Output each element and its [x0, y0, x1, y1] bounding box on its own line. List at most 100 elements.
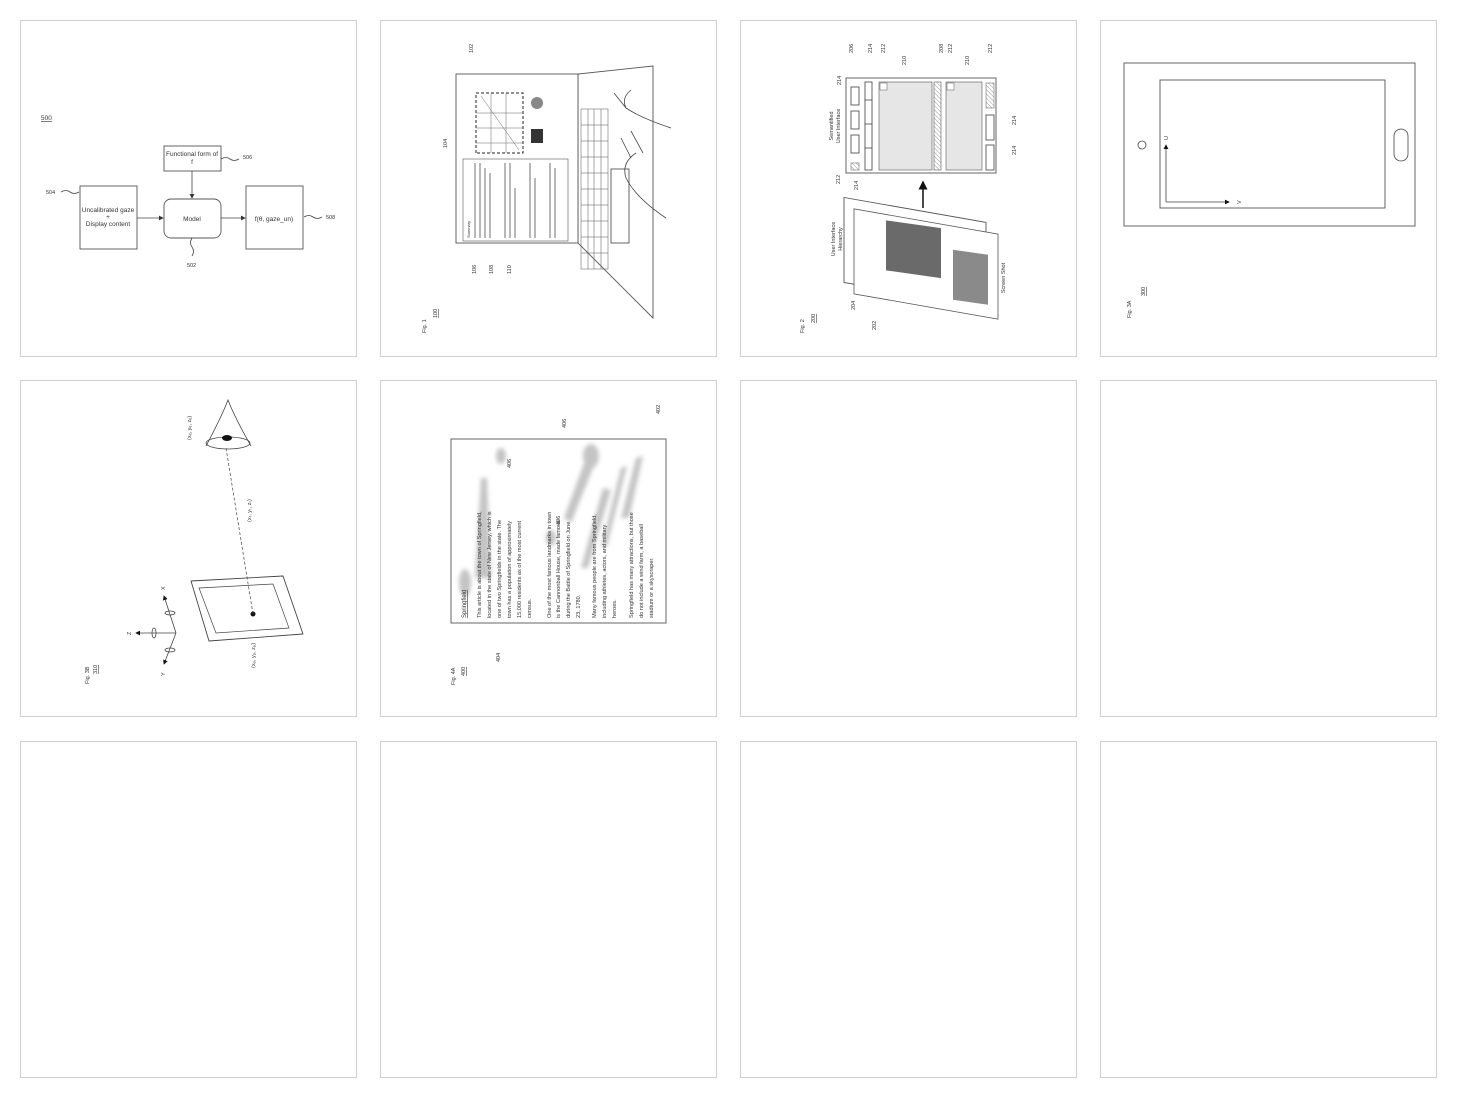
- page-thumbnail-2[interactable]: Fig. 1 100 Summary 102 104 106: [380, 20, 717, 357]
- leader-502: [190, 237, 194, 257]
- u-axis-label: U: [1164, 136, 1170, 140]
- figure-label: Fig. 4A: [451, 667, 457, 685]
- figure-ref: 400: [461, 667, 467, 676]
- svg-text:23, 1780.: 23, 1780.: [576, 594, 582, 618]
- page-thumbnail-6[interactable]: Fig. 4A 400 Springfield This article is …: [380, 380, 717, 717]
- figure-2-semantified-ui: Fig. 2 200 Semantified User Interface Us…: [800, 44, 1018, 333]
- label-208: 208: [939, 44, 945, 53]
- input-plus: +: [106, 214, 110, 221]
- leader-506: [220, 157, 240, 161]
- home-button: [1393, 128, 1409, 162]
- svg-text:is the Cannonball House, made: is the Cannonball House, made famous: [556, 520, 562, 618]
- screen-text-lines: [474, 163, 556, 238]
- tablet-screen: [198, 583, 290, 634]
- output-text: f(θ, gaze_un): [255, 216, 293, 223]
- label-508: 508: [326, 215, 335, 221]
- page-thumbnail-12[interactable]: [1100, 741, 1437, 1078]
- page-thumbnail-8[interactable]: [1100, 380, 1437, 717]
- label-210: 210: [965, 56, 971, 65]
- label-210: 210: [902, 56, 908, 65]
- target-coordinates: (xₜ, yₜ, zₜ): [247, 499, 253, 522]
- svg-text:One of the most famous landmar: One of the most famous landmarks in town: [547, 512, 553, 618]
- figure-label: Fig. 3B: [85, 666, 91, 684]
- page-thumbnail-4[interactable]: Fig. 3A 300 U V: [1100, 20, 1437, 357]
- caption-semantified-1: Semantified: [829, 111, 835, 140]
- z-rotation-icon: [151, 627, 157, 639]
- figure-ref: 200: [811, 314, 817, 323]
- svg-text:Springfield has many attractio: Springfield has many attractions, but th…: [629, 512, 635, 618]
- screenshot-image-2: [953, 249, 988, 305]
- figure-1-laptop: Fig. 1 100 Summary 102 104 106: [422, 44, 672, 333]
- dashed-chart-region: [475, 92, 524, 154]
- output-box: [245, 185, 304, 250]
- x-axis: [162, 595, 177, 634]
- keyboard: [580, 108, 609, 270]
- figure-ref: 310: [93, 665, 99, 674]
- svg-text:located in the state of New Je: located in the state of New Jersey, whic…: [487, 511, 493, 618]
- label-110: 110: [507, 265, 513, 274]
- page-thumbnail-3[interactable]: Fig. 2 200 Semantified User Interface Us…: [740, 20, 1077, 357]
- divider-208: [933, 81, 942, 171]
- pupil: [222, 435, 232, 441]
- label-206: 206: [849, 44, 855, 53]
- svg-text:heroes.: heroes.: [612, 599, 618, 618]
- svg-text:one of two Springfields in the: one of two Springfields in the state. Th…: [497, 520, 503, 618]
- screen-heading: Summary: [466, 221, 471, 238]
- y-rotation-icon: [164, 647, 176, 653]
- figure-ref: 300: [1141, 287, 1147, 296]
- page-thumbnail-9[interactable]: [20, 741, 357, 1078]
- page-thumbnail-5[interactable]: Fig. 3B 310 Z X Y (xₑ, yₑ, zₑ) (xₜ, yₜ, …: [20, 380, 357, 717]
- input-text-1: Uncalibrated gaze: [82, 207, 135, 214]
- svg-text:including athletes, actors, an: including athletes, actors, and military: [602, 525, 608, 618]
- functional-form-text-2: f: [191, 159, 193, 166]
- functional-form-text: Functional form of: [166, 151, 218, 158]
- label-108: 108: [489, 265, 495, 274]
- eye-coordinates: (xₑ, yₑ, zₑ): [187, 416, 193, 440]
- label-214: 214: [1012, 146, 1018, 155]
- y-axis: [163, 632, 177, 665]
- y-label: Y: [161, 672, 167, 676]
- functional-form-box: [163, 145, 222, 172]
- figure-ref: 100: [433, 309, 439, 318]
- figure-3b-gaze-geometry: Fig. 3B 310 Z X Y (xₑ, yₑ, zₑ) (xₜ, yₜ, …: [85, 398, 304, 684]
- gaze-ray: [225, 447, 254, 615]
- model-box: [163, 198, 222, 239]
- label-214: 214: [837, 76, 843, 85]
- page-thumbnail-1[interactable]: 500 Functional form of f Model Uncalibra…: [20, 20, 357, 357]
- screen-object-icon: [531, 97, 543, 109]
- page-thumbnail-11[interactable]: [740, 741, 1077, 1078]
- caption-hierarchy-2: Hierarchy: [838, 227, 844, 251]
- label-506: 506: [243, 155, 252, 161]
- screen-image-icon: [531, 129, 543, 143]
- leader-508: [303, 215, 323, 219]
- page-thumbnail-10[interactable]: [380, 741, 717, 1078]
- x-rotation-icon: [164, 610, 176, 616]
- caption-semantified-2: User Interface: [836, 109, 842, 144]
- x-label: X: [161, 586, 167, 590]
- svg-text:town has a population of appro: town has a population of approximately: [507, 521, 513, 618]
- camera-icon: [1137, 140, 1147, 150]
- gaze-heat-blobs: [459, 444, 643, 597]
- label-406: 406: [556, 516, 562, 525]
- label-406: 406: [562, 419, 568, 428]
- label-212: 212: [988, 44, 994, 53]
- device-coordinates: (xₚ, yₚ, zₚ): [251, 643, 257, 668]
- input-text-2: Display content: [86, 221, 131, 228]
- page-thumbnail-7[interactable]: [740, 380, 1077, 717]
- caption-screenshot: Screen Shot: [1001, 262, 1007, 293]
- label-212: 212: [836, 175, 842, 184]
- figure-ref: 500: [41, 115, 52, 122]
- trackpad: [610, 168, 630, 244]
- caption-hierarchy-1: User Interface: [831, 222, 837, 257]
- label-406: 406: [507, 459, 513, 468]
- label-214: 214: [868, 44, 874, 53]
- figure-4a-heatmap: Fig. 4A 400 Springfield This article is …: [450, 405, 667, 685]
- label-202: 202: [872, 321, 878, 330]
- label-502: 502: [187, 263, 196, 269]
- label-404: 404: [496, 653, 502, 662]
- label-204: 204: [851, 301, 857, 310]
- content-region-210b: [945, 81, 983, 171]
- svg-text:during the Battle of Springfie: during the Battle of Springfield on June: [566, 522, 572, 618]
- z-label: Z: [127, 631, 133, 635]
- label-212: 212: [948, 44, 954, 53]
